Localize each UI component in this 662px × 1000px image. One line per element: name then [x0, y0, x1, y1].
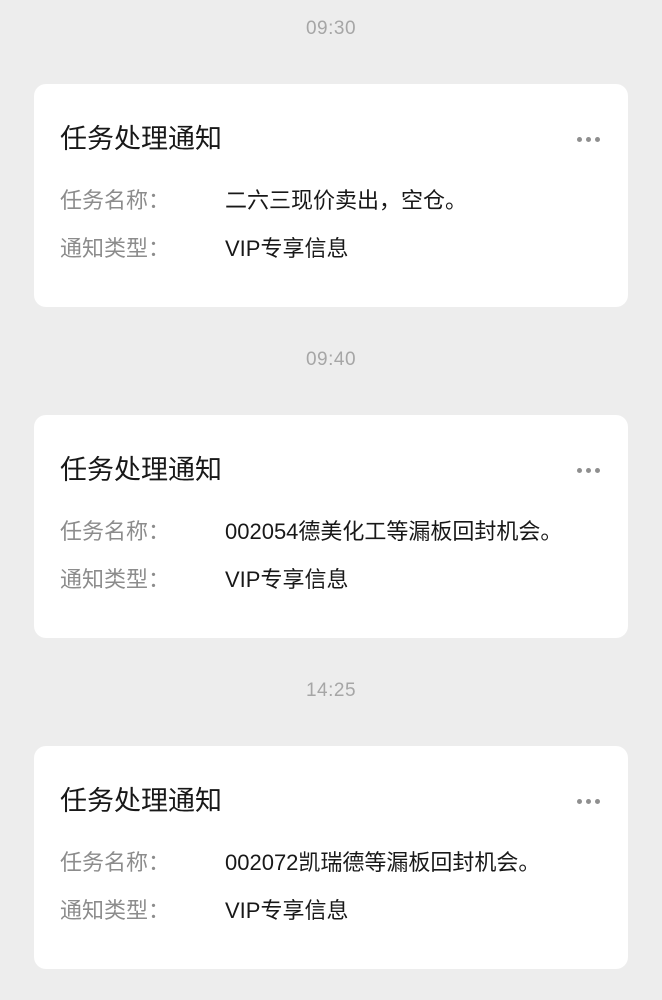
task-name-label: 任务名称：: [60, 850, 171, 875]
more-options-icon[interactable]: [575, 793, 602, 810]
dot: [586, 798, 591, 804]
notification-card[interactable]: 任务处理通知 任务名称： 002054德美化工等漏板回封机会。 通知类型： VI…: [34, 415, 628, 638]
notify-type-value: VIP专享信息: [225, 898, 349, 923]
task-name-value: 二六三现价卖出，空仓。: [225, 188, 468, 213]
notify-type-label: 通知类型：: [60, 236, 171, 261]
notification-card[interactable]: 任务处理通知 任务名称： 002072凯瑞德等漏板回封机会。 通知类型： VIP…: [34, 746, 628, 969]
notification-feed: 09:30 任务处理通知 任务名称： 二六三现价卖出，空仓。 通知类型： VIP…: [0, 18, 662, 969]
field-row-task-name: 任务名称： 二六三现价卖出，空仓。: [60, 189, 602, 213]
dot: [586, 467, 591, 473]
card-header: 任务处理通知: [60, 455, 602, 485]
task-name-label: 任务名称：: [60, 519, 171, 544]
notify-type-value: VIP专享信息: [225, 236, 349, 261]
field-row-task-name: 任务名称： 002054德美化工等漏板回封机会。: [60, 520, 602, 544]
timestamp: 09:40: [305, 349, 357, 370]
more-options-icon[interactable]: [575, 131, 602, 148]
dot: [577, 467, 582, 473]
notify-type-label: 通知类型：: [60, 898, 171, 923]
more-options-icon[interactable]: [575, 462, 602, 479]
field-row-notify-type: 通知类型： VIP专享信息: [60, 568, 602, 592]
dot: [595, 467, 600, 473]
card-header: 任务处理通知: [60, 124, 602, 154]
dot: [577, 136, 582, 142]
notify-type-label: 通知类型：: [60, 567, 171, 592]
field-row-notify-type: 通知类型： VIP专享信息: [60, 237, 602, 261]
card-title: 任务处理通知: [60, 786, 222, 816]
card-header: 任务处理通知: [60, 786, 602, 816]
task-name-value: 002054德美化工等漏板回封机会。: [225, 519, 563, 544]
dot: [577, 798, 582, 804]
dot: [595, 136, 600, 142]
dot: [595, 798, 600, 804]
notify-type-value: VIP专享信息: [225, 567, 349, 592]
field-row-notify-type: 通知类型： VIP专享信息: [60, 899, 602, 923]
task-name-label: 任务名称：: [60, 188, 171, 213]
card-title: 任务处理通知: [60, 124, 222, 154]
task-name-value: 002072凯瑞德等漏板回封机会。: [225, 850, 541, 875]
notification-card[interactable]: 任务处理通知 任务名称： 二六三现价卖出，空仓。 通知类型： VIP专享信息: [34, 84, 628, 307]
timestamp: 09:30: [305, 18, 357, 39]
card-title: 任务处理通知: [60, 455, 222, 485]
field-row-task-name: 任务名称： 002072凯瑞德等漏板回封机会。: [60, 851, 602, 875]
dot: [586, 136, 591, 142]
timestamp: 14:25: [305, 680, 357, 701]
